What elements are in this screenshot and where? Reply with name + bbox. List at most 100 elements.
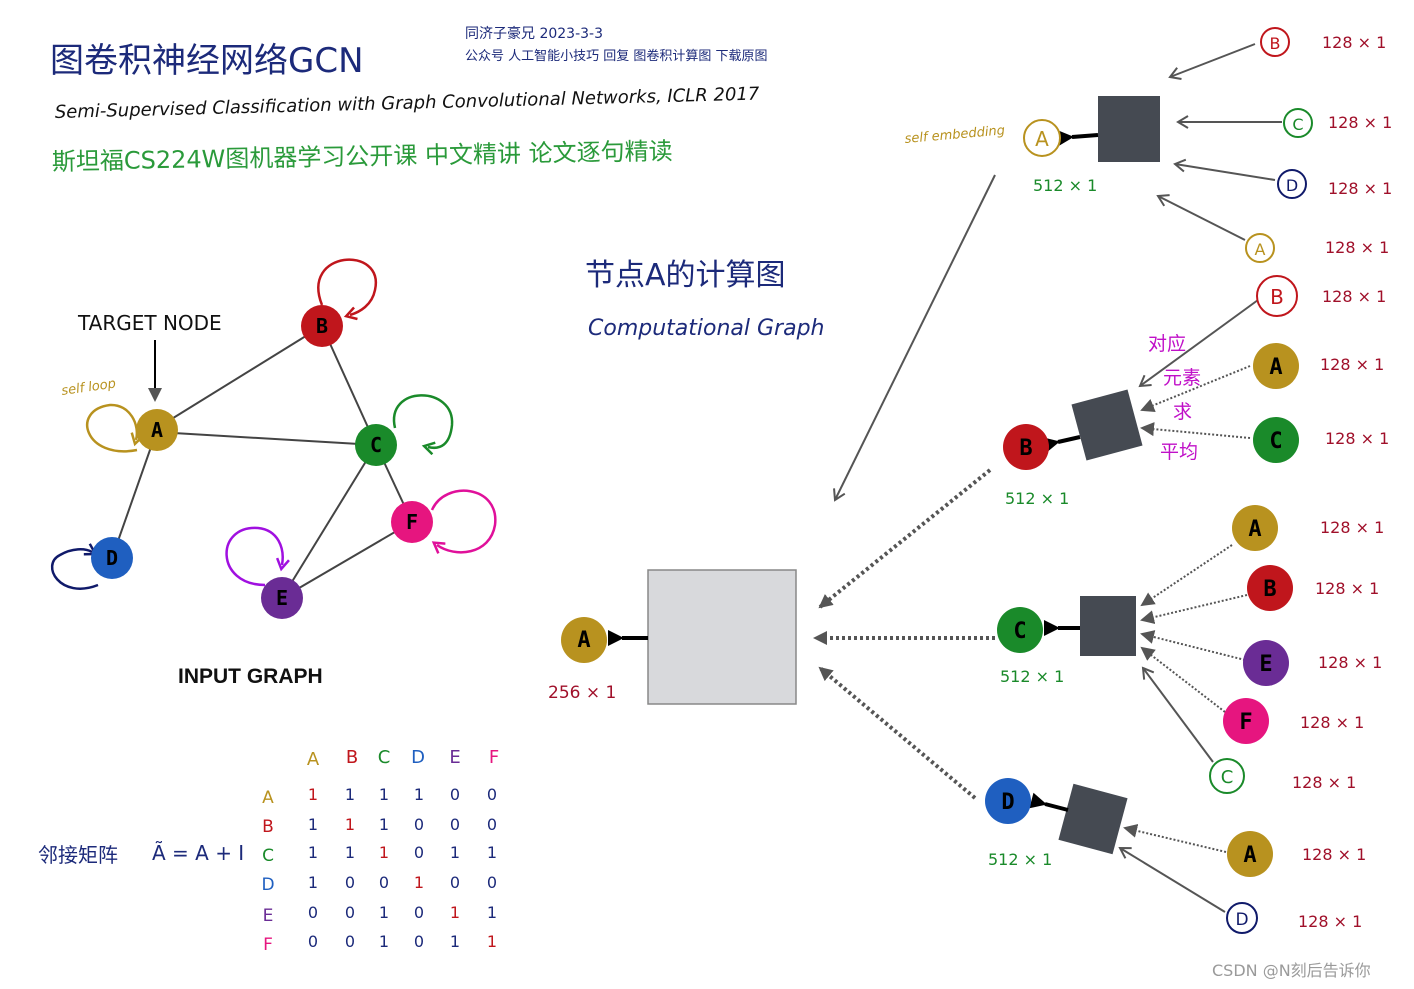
matrix-cell: 0 [450,873,460,892]
input-graph: TARGET NODE self loop A B C D E F INPUT … [50,258,497,688]
matrix-cell: 1 [308,873,318,892]
top-box-out-arrow [1057,130,1099,147]
matrix-cell: 0 [308,932,318,951]
matrix-cell: 1 [487,932,497,951]
group-c-leaf-f: F [1223,698,1269,744]
svg-text:B: B [1270,34,1281,53]
arrow-c-leaf-a [1140,544,1233,607]
dim-c-leaf-c: 128 × 1 [1292,773,1356,792]
avg-label-2: 元素 [1163,367,1201,389]
dim-256: 256 × 1 [548,683,616,703]
self-embedding-arrow [833,174,996,502]
dim-d-leaf-d: 128 × 1 [1298,912,1362,931]
top-node-a [1023,119,1061,157]
matrix-cell: 1 [345,785,355,804]
arrow-b-leaf-c [1140,422,1251,439]
matrix-cell: 0 [414,843,424,862]
group-b-leaf-b: B [1256,275,1298,317]
dim-b-leaf-a: 128 × 1 [1320,355,1384,374]
adjacency-label: 邻接矩阵 [38,843,118,867]
input-graph-caption: INPUT GRAPH [178,665,323,688]
node-d: D [91,537,133,579]
svg-text:A: A [1255,240,1266,259]
arrow-c-leaf-c [1141,666,1214,763]
matrix-cell: 0 [308,903,318,922]
dim-c-leaf-b: 128 × 1 [1315,579,1379,598]
dim-d-leaf-a: 128 × 1 [1302,845,1366,864]
matrix-cell: 1 [414,873,424,892]
matrix-cell: 1 [345,815,355,834]
avg-label-4: 平均 [1160,441,1198,463]
node-e: E [261,577,303,619]
matrix-cell: 0 [487,873,497,892]
node-f: F [391,501,433,543]
comp-graph-title-en: Computational Graph [588,316,824,341]
group-c-box [1080,596,1136,656]
dim-top-c: 128 × 1 [1328,113,1392,132]
main-title: 图卷积神经网络GCN [50,41,364,81]
self-loop-e [225,526,283,587]
dim-c-leaf-e: 128 × 1 [1318,653,1382,672]
group-c-leaf-b: B [1247,565,1293,611]
dim-512-top: 512 × 1 [1033,176,1097,195]
svg-text:A: A [1248,517,1261,542]
author-line: 同济子豪兄 2023-3-3 [465,26,603,42]
svg-text:C: C [1292,115,1303,134]
top-leaf-c: C [1283,108,1313,138]
matrix-cell: 1 [308,815,318,834]
edge-c-e [281,444,377,599]
matrix-cell: 1 [487,903,497,922]
arrow-top-d [1173,158,1276,181]
group-c-node: C [997,607,1043,653]
edge-a-d [111,429,158,559]
group-b-leaf-a: A [1253,343,1299,389]
matrix-cell: 0 [450,815,460,834]
matrix-cell: 1 [450,903,460,922]
svg-text:D: D [1235,910,1248,930]
group-b-node: B [1003,424,1049,470]
svg-text:A: A [577,628,590,653]
col-header-c: C [378,747,391,768]
arrow-d-leaf-a [1123,823,1227,853]
matrix-cell: 1 [487,843,497,862]
top-aggregation-box [1098,96,1160,162]
dim-b-leaf-c: 128 × 1 [1325,429,1389,448]
svg-text:C: C [1013,619,1026,644]
arrow-c-leaf-b [1140,594,1248,625]
svg-text:D: D [106,546,118,570]
matrix-cell: 1 [308,843,318,862]
row-header-b: B [262,817,274,837]
svg-text:A: A [1243,843,1256,868]
arrow-d-leaf-d [1118,846,1226,913]
adjacency-matrix: 邻接矩阵 Ã = A + I A B C D E F A B C D E F 1… [38,747,499,955]
edge-e-f [281,521,413,599]
wechat-line: 公众号 人工智能小技巧 回复 图卷积计算图 下载原图 [465,48,768,64]
row-header-e: E [263,906,274,926]
col-header-f: F [489,747,499,768]
matrix-cell: 0 [487,815,497,834]
row-header-a: A [262,788,274,808]
big-aggregation-box [647,569,797,705]
arrow-b-leaf-a [1140,365,1251,412]
svg-text:B: B [1270,285,1284,309]
matrix-cell: 1 [308,785,318,804]
dim-512-c: 512 × 1 [1000,667,1064,686]
arrow-b-leaf-b [1138,299,1259,388]
group-c-leaf-e: E [1243,640,1289,686]
target-node-label: TARGET NODE [77,311,222,335]
matrix-cell: 0 [345,903,355,922]
avg-label-1: 对应 [1148,333,1186,355]
arrow-top-b [1168,43,1256,80]
matrix-cell: 0 [414,903,424,922]
top-leaf-d: D [1277,169,1307,199]
watermark: CSDN @N刻后告诉你 [1212,961,1371,980]
svg-text:A: A [1269,355,1282,380]
group-d-node: D [985,778,1031,824]
dim-512-b: 512 × 1 [1005,489,1069,508]
group-b-leaf-c: C [1253,417,1299,463]
matrix-cell: 1 [379,932,389,951]
adjacency-formula: Ã = A + I [152,841,244,865]
svg-text:C: C [1269,429,1282,454]
svg-text:A: A [151,418,163,442]
